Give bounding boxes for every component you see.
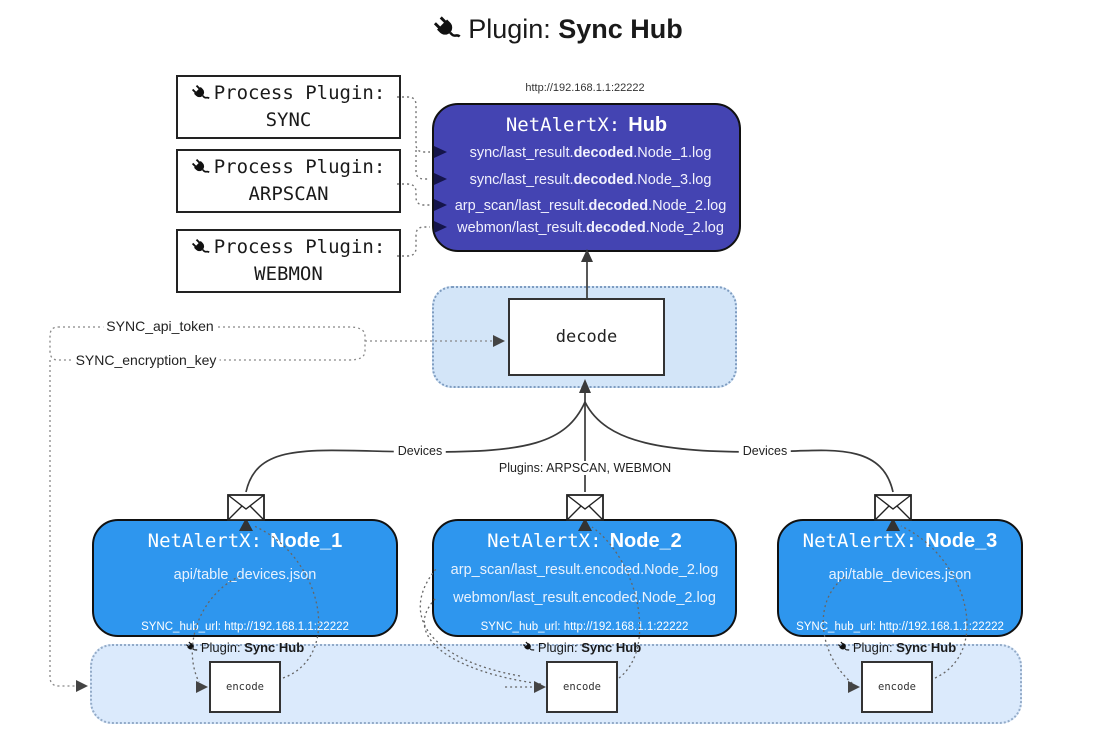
strip-label-name: Sync Hub — [581, 640, 642, 655]
plug-icon — [187, 80, 214, 107]
process-plugin-label: Process Plugin: — [213, 236, 386, 258]
devices-label-left: Devices — [393, 444, 447, 458]
process-plugin-box-arpscan: Process Plugin: ARPSCAN — [176, 149, 401, 213]
node-hub-url: SYNC_hub_url: http://192.168.1.1:22222 — [796, 621, 1004, 633]
sync-api-token-label: SYNC_api_token — [103, 318, 217, 334]
hub-url-label: http://192.168.1.1:22222 — [525, 82, 645, 94]
hub-log-line: arp_scan/last_result.decoded.Node_2.log — [434, 198, 739, 214]
node-brand: NetAlertX: — [802, 530, 918, 552]
node-file: arp_scan/last_result.encoded.Node_2.log — [450, 562, 719, 578]
node-file: api/table_devices.json — [828, 567, 972, 583]
node-name: Node_2 — [609, 530, 682, 552]
process-plugin-box-webmon: Process Plugin: WEBMON — [176, 229, 401, 293]
netalertx-node2-box: NetAlertX: Node_2 arp_scan/last_result.en… — [432, 519, 737, 637]
log-bold: decoded — [573, 172, 634, 188]
node-file: webmon/last_result.encoded.Node_2.log — [453, 590, 716, 606]
strip-label-name: Sync Hub — [896, 640, 957, 655]
plug-icon — [187, 234, 214, 261]
strip-label-name: Sync Hub — [244, 640, 305, 655]
hub-brand: NetAlertX: — [505, 114, 621, 136]
node-brand: NetAlertX: — [487, 530, 602, 552]
sync-encryption-key-label: SYNC_encryption_key — [72, 352, 220, 368]
process-plugin-name: ARPSCAN — [248, 183, 329, 205]
log-post: .Node_1.log — [633, 145, 712, 161]
node-hub-url: SYNC_hub_url: http://192.168.1.1:22222 — [141, 621, 349, 633]
plugin-to-hub-wires — [397, 96, 430, 257]
page-title-name: Sync Hub — [558, 14, 683, 44]
log-pre: sync/last_result. — [469, 145, 574, 161]
log-bold: decoded — [588, 198, 649, 214]
node-title: NetAlertX: Node_1 — [94, 530, 396, 553]
process-plugin-label: Process Plugin: — [213, 156, 386, 178]
encode-box: encode — [861, 661, 933, 713]
node-title: NetAlertX: Node_2 — [434, 530, 735, 553]
log-post: .Node_3.log — [633, 172, 712, 188]
log-post: .Node_2.log — [648, 198, 727, 214]
strip-label-prefix: Plugin: — [200, 640, 245, 655]
node-title: NetAlertX: Node_3 — [779, 530, 1021, 553]
strip-plugin-label: Plugin: Sync Hub — [520, 639, 642, 657]
envelope-icon — [227, 494, 265, 521]
hub-title: NetAlertX: Hub — [434, 114, 739, 137]
strip-label-prefix: Plugin: — [537, 640, 582, 655]
log-bold: decoded — [573, 145, 634, 161]
strip-plugin-label: Plugin: Sync Hub — [183, 639, 305, 657]
log-pre: webmon/last_result. — [457, 220, 587, 236]
netalertx-hub-box: NetAlertX:Hub sync/last_result.decoded.N… — [432, 103, 741, 252]
log-pre: sync/last_result. — [469, 172, 574, 188]
netalertx-node1-box: NetAlertX:Node_1 api/table_devices.json … — [92, 519, 398, 637]
encode-box: encode — [546, 661, 618, 713]
node-hub-url: SYNC_hub_url: http://192.168.1.1:22222 — [480, 621, 689, 633]
envelope-icon — [566, 494, 604, 521]
hub-name: Hub — [628, 114, 668, 136]
page-title: Plugin: Sync Hub — [0, 14, 1117, 45]
process-plugin-label: Process Plugin: — [213, 82, 386, 104]
node-file: api/table_devices.json — [173, 567, 317, 583]
process-plugin-box-sync: Process Plugin: SYNC — [176, 75, 401, 139]
plug-icon — [520, 639, 538, 657]
plug-icon — [428, 10, 468, 50]
netalertx-node3-box: NetAlertX:Node_3 api/table_devices.json … — [777, 519, 1023, 637]
envelope-icon — [874, 494, 912, 521]
node-name: Node_3 — [925, 530, 998, 552]
log-bold: decoded — [586, 220, 646, 236]
devices-label-right: Devices — [738, 444, 792, 458]
strip-label-prefix: Plugin: — [852, 640, 897, 655]
hub-log-line: sync/last_result.decoded.Node_1.log — [434, 145, 739, 161]
decode-box: decode — [508, 298, 665, 376]
process-plugin-name: WEBMON — [254, 263, 323, 285]
node-brand: NetAlertX: — [147, 530, 263, 552]
hub-log-line: webmon/last_result.decoded.Node_2.log — [434, 220, 739, 236]
plugins-label-mid: Plugins: ARPSCAN, WEBMON — [494, 461, 676, 475]
log-post: .Node_2.log — [645, 220, 724, 236]
plug-icon — [183, 639, 201, 657]
plug-icon — [187, 154, 214, 181]
page-title-prefix: Plugin: — [468, 14, 559, 44]
strip-plugin-label: Plugin: Sync Hub — [835, 639, 957, 657]
log-pre: arp_scan/last_result. — [454, 198, 589, 214]
plug-icon — [835, 639, 853, 657]
encode-box: encode — [209, 661, 281, 713]
hub-log-line: sync/last_result.decoded.Node_3.log — [434, 172, 739, 188]
node-name: Node_1 — [270, 530, 343, 552]
process-plugin-name: SYNC — [265, 109, 312, 131]
secrets-arrowheads — [76, 335, 505, 692]
